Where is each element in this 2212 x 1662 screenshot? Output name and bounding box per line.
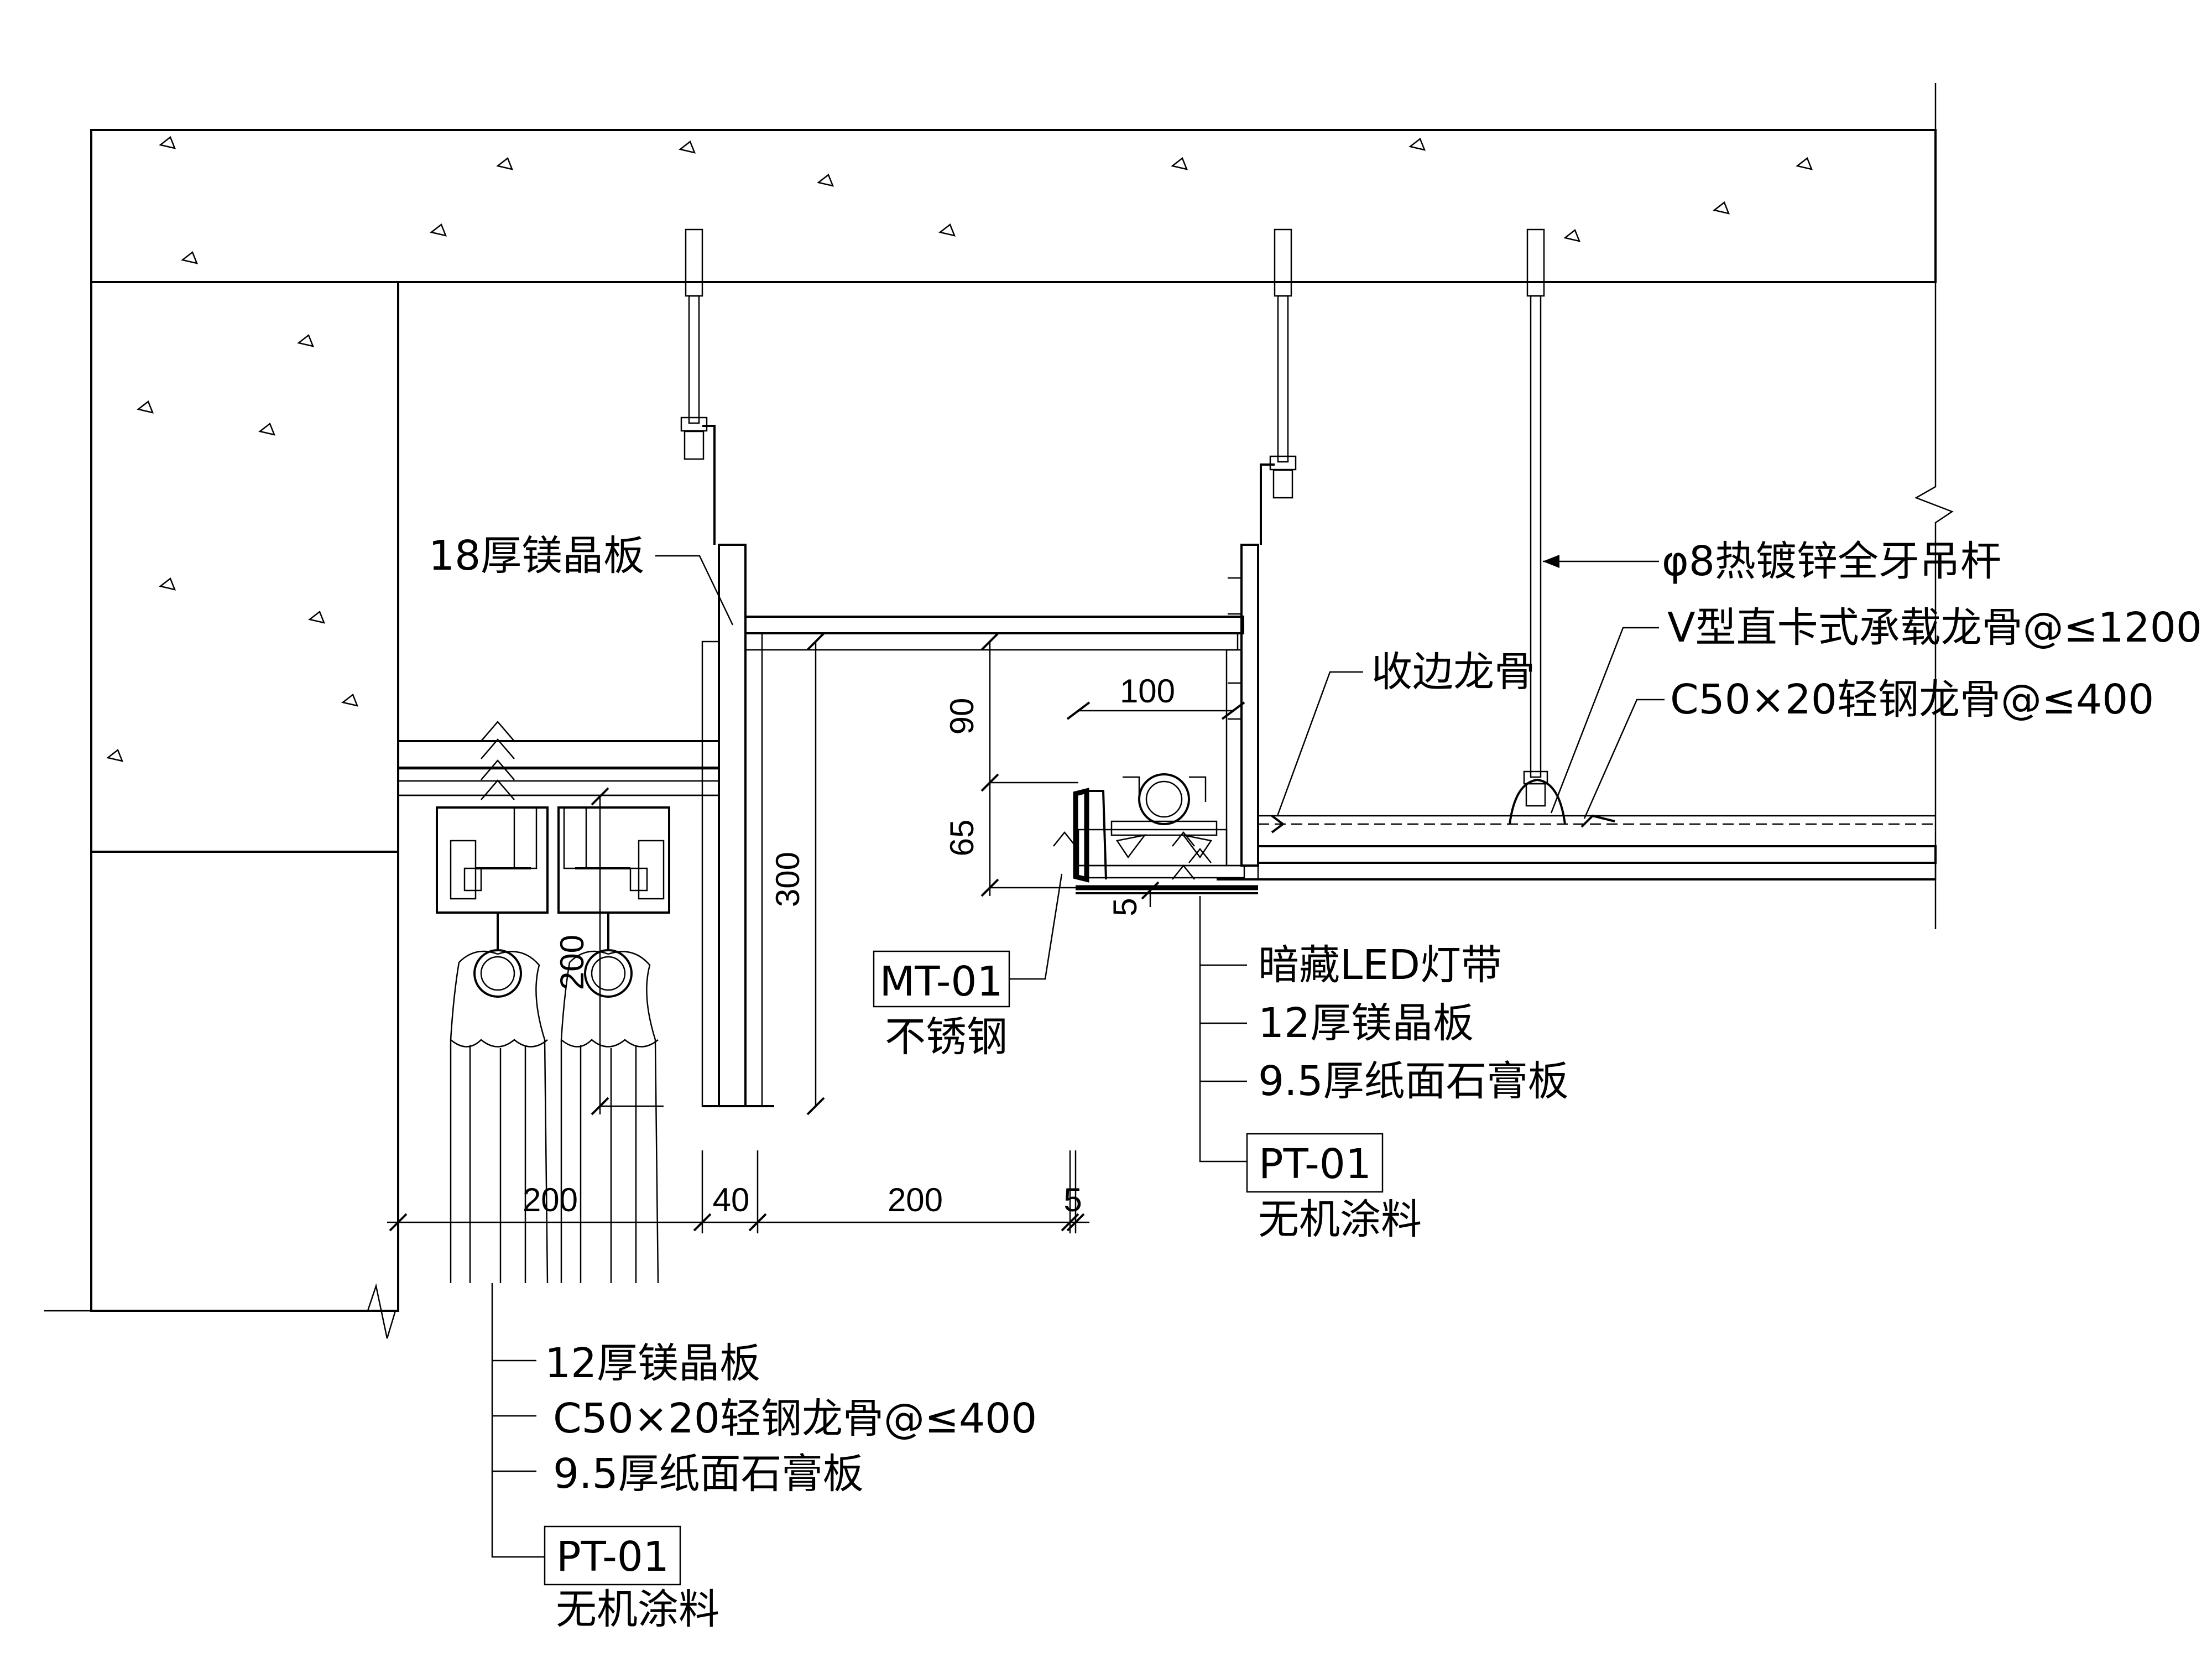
dim-horizontal-bottom: 200 40 200 5	[387, 1150, 1089, 1233]
dim-200-vertical: 200	[554, 787, 664, 1116]
callout-mt01: MT-01 不锈钢	[873, 873, 1063, 1061]
led-cove	[1053, 773, 1258, 894]
label-led-strip: 暗藏LED灯带	[1258, 941, 1502, 989]
callout-mg18: 18厚镁晶板	[429, 532, 734, 626]
callout-right-stack: 暗藏LED灯带 12厚镁晶板 9.5厚纸面石膏板 PT-01 无机涂料	[1199, 896, 1569, 1243]
dim-label-5-horizontal: 5	[1063, 1181, 1082, 1218]
label-hanger-rod: φ8热镀锌全牙吊杆	[1662, 538, 2001, 585]
label-pt01-bottom-code: PT-01	[556, 1533, 669, 1581]
label-gypsum-bottom: 9.5厚纸面石膏板	[553, 1450, 864, 1498]
dim-label-65: 65	[943, 820, 980, 857]
hanger-rod-right	[1523, 228, 1548, 807]
label-edge-keel: 收边龙骨	[1371, 648, 1535, 696]
left-ceiling-boards	[397, 721, 720, 800]
hanger-rod-middle	[1260, 228, 1297, 545]
label-mg18: 18厚镁晶板	[429, 532, 644, 580]
dim-label-200-b: 200	[888, 1181, 943, 1218]
label-pt01-right-code: PT-01	[1259, 1140, 1371, 1188]
concrete-slab	[90, 129, 1937, 283]
label-v-keel: V型直卡式承载龙骨@≤1200	[1667, 604, 2202, 652]
curtain-track-left	[436, 806, 549, 1284]
left-wall	[90, 281, 399, 1312]
callout-edge-keel: 收边龙骨	[1276, 648, 1535, 816]
callout-c50-right: C50×20轻钢龙骨@≤400	[1583, 676, 2154, 819]
break-line-right	[1914, 83, 1954, 929]
callout-hanger-rod: φ8热镀锌全牙吊杆	[1543, 538, 2001, 585]
callout-bottom-stack: 12厚镁晶板 C50×20轻钢龙骨@≤400 9.5厚纸面石膏板 PT-01 无…	[491, 1283, 1037, 1633]
hanger-rod-left	[680, 228, 716, 545]
dim-label-100: 100	[1120, 673, 1175, 710]
right-ceiling-boards	[1217, 778, 1937, 881]
label-pt01-bottom-name: 无机涂料	[556, 1586, 719, 1633]
board-18-horizontal	[744, 616, 1244, 651]
dim-label-5-vertical: 5	[1107, 898, 1144, 916]
label-mg12-right: 12厚镁晶板	[1258, 999, 1474, 1047]
label-gypsum-right: 9.5厚纸面石膏板	[1258, 1057, 1569, 1105]
dim-label-200-vertical: 200	[554, 935, 591, 990]
label-mg12-bottom: 12厚镁晶板	[545, 1340, 760, 1387]
label-mt01-code: MT-01	[879, 958, 1003, 1005]
break-line-bottom	[44, 1283, 398, 1339]
dim-label-200-a: 200	[523, 1181, 578, 1218]
label-mt01-name: 不锈钢	[885, 1013, 1008, 1061]
label-c50-right: C50×20轻钢龙骨@≤400	[1670, 676, 2154, 723]
dim-label-40: 40	[713, 1181, 750, 1218]
board-18-left-vertical	[701, 544, 774, 1107]
dim-label-90: 90	[943, 698, 980, 735]
curtain-track-right	[557, 806, 670, 1284]
label-pt01-right-name: 无机涂料	[1258, 1196, 1422, 1243]
dim-vertical-90-65-5: 90 65 5	[943, 632, 1160, 916]
callout-v-keel: V型直卡式承载龙骨@≤1200	[1550, 604, 2202, 814]
dim-label-300: 300	[769, 852, 806, 907]
label-c50-bottom: C50×20轻钢龙骨@≤400	[553, 1395, 1037, 1442]
dim-300: 300	[769, 632, 825, 1116]
dim-100: 100	[1066, 673, 1245, 720]
